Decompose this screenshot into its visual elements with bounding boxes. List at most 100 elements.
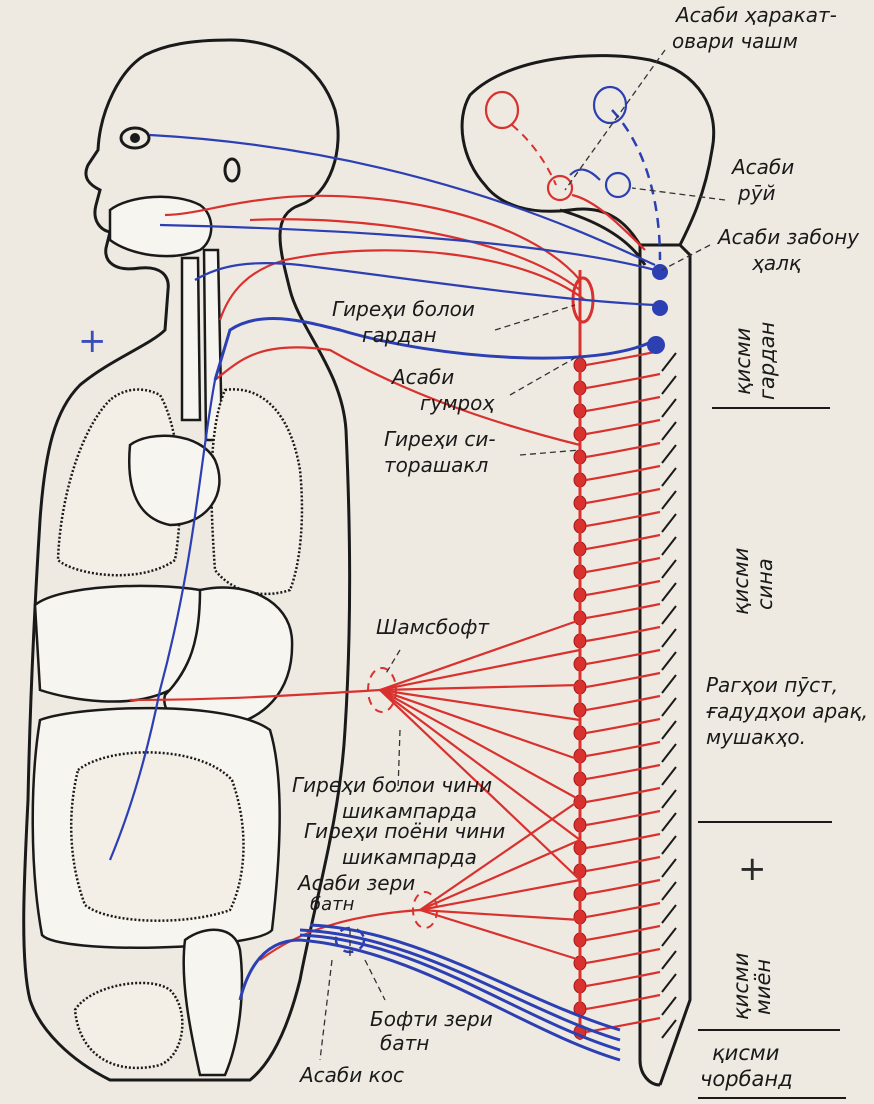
ramus xyxy=(586,857,660,871)
root-tick xyxy=(662,399,676,417)
label-effectors-2: ғадудҳои арақ, xyxy=(706,699,868,723)
label-cervicothoracic-ganglion-1: Гиреҳи си- xyxy=(384,427,496,451)
root-tick xyxy=(662,376,676,394)
label-vagus-2: гумроҳ xyxy=(420,391,495,415)
root-tick xyxy=(662,537,676,555)
trachea xyxy=(182,258,200,420)
label-hypogastric-plexus-2: батн xyxy=(380,1031,429,1055)
root-tick xyxy=(662,1020,676,1038)
root-tick xyxy=(662,836,676,854)
label-hypogastric-nerve-1: Асаби зери xyxy=(296,871,415,895)
root-tick xyxy=(662,813,676,831)
label-inferior-mesenteric-ganglion-2: шикампарда xyxy=(342,845,477,869)
root-tick xyxy=(662,514,676,532)
root-tick xyxy=(662,721,676,739)
ramus xyxy=(586,719,660,733)
ramus xyxy=(586,811,660,825)
root-tick xyxy=(662,744,676,762)
label-cervicothoracic-ganglion-2: торашакл xyxy=(384,453,488,477)
ramus xyxy=(586,558,660,572)
ramus xyxy=(586,949,660,963)
ramus xyxy=(586,466,660,480)
section-cervical-2: гардан xyxy=(755,322,779,400)
vertebral-column xyxy=(660,245,690,1085)
ramus xyxy=(586,627,660,641)
root-tick xyxy=(662,675,676,693)
label-solar-plexus: Шамсбофт xyxy=(376,615,490,639)
root-tick xyxy=(662,859,676,877)
right-lung xyxy=(211,389,301,594)
ramus xyxy=(586,397,660,411)
label-inferior-mesenteric-ganglion-1: Гиреҳи поёни чини xyxy=(304,819,505,843)
brain xyxy=(462,56,714,245)
section-sacral-2: чорбанд xyxy=(700,1067,793,1091)
label-oculomotor-1: Асаби ҳаракат- xyxy=(674,3,837,27)
section-sacral-1: қисми xyxy=(712,1041,779,1065)
ramus xyxy=(586,880,660,894)
ramus xyxy=(586,926,660,940)
brain-spine xyxy=(462,56,714,1085)
plus-symbol-left: + xyxy=(78,321,107,361)
root-tick xyxy=(662,468,676,486)
root-tick xyxy=(662,882,676,900)
ramus xyxy=(586,512,660,526)
section-cervical-1: қисми xyxy=(731,328,755,395)
root-tick xyxy=(662,629,676,647)
ramus xyxy=(586,972,660,986)
root-tick xyxy=(662,445,676,463)
root-tick xyxy=(662,560,676,578)
root-tick xyxy=(662,767,676,785)
root-tick xyxy=(662,652,676,670)
section-lumbar-2: миён xyxy=(751,959,775,1015)
ramus xyxy=(586,995,660,1009)
label-glossopharyngeal-2: ҳалқ xyxy=(751,251,802,275)
root-tick xyxy=(662,928,676,946)
root-tick xyxy=(662,951,676,969)
organs xyxy=(33,197,302,1075)
label-superior-cervical-ganglion-1: Гиреҳи болои xyxy=(332,297,475,321)
label-vagus-1: Асаби xyxy=(390,365,454,389)
ramus xyxy=(586,696,660,710)
root-tick xyxy=(662,698,676,716)
section-thoracic-2: сина xyxy=(753,558,777,610)
spinal-cord xyxy=(640,245,660,1085)
ramus xyxy=(586,650,660,664)
small-intestine xyxy=(71,752,243,920)
root-tick xyxy=(662,491,676,509)
ramus xyxy=(586,420,660,434)
genital xyxy=(184,930,242,1075)
label-facial-1: Асаби xyxy=(730,155,794,179)
ramus xyxy=(586,374,660,388)
section-lumbar-1: қисми xyxy=(729,953,753,1020)
label-hypogastric-plexus-1: Бофти зери xyxy=(370,1007,493,1031)
ramus xyxy=(586,903,660,917)
label-facial-2: рӯй xyxy=(737,181,776,205)
ramus xyxy=(586,489,660,503)
ramus xyxy=(586,581,660,595)
root-tick xyxy=(662,997,676,1015)
label-superior-cervical-ganglion-2: гардан xyxy=(362,323,437,347)
leader-lines xyxy=(320,50,725,1060)
ramus xyxy=(586,443,660,457)
root-tick xyxy=(662,606,676,624)
root-tick xyxy=(662,790,676,808)
label-superior-mesenteric-ganglion-1: Гиреҳи болои чини xyxy=(292,773,492,797)
root-tick xyxy=(662,974,676,992)
ramus xyxy=(586,351,660,365)
label-effectors-3: мушакҳо. xyxy=(706,725,806,749)
root-tick xyxy=(662,583,676,601)
section-thoracic-1: қисми xyxy=(729,548,753,615)
label-effectors-1: Рагҳои пӯст, xyxy=(706,673,838,697)
ramus xyxy=(586,535,660,549)
label-pelvic-nerve: Асаби кос xyxy=(298,1063,404,1087)
label-glossopharyngeal-1: Асаби забону xyxy=(716,225,860,249)
root-tick xyxy=(662,905,676,923)
root-tick xyxy=(662,353,676,371)
ramus xyxy=(586,834,660,848)
ramus xyxy=(586,742,660,756)
ramus xyxy=(586,673,660,687)
label-oculomotor-2: овари чашм xyxy=(672,29,798,53)
bladder xyxy=(75,983,182,1068)
ramus xyxy=(586,1018,660,1032)
